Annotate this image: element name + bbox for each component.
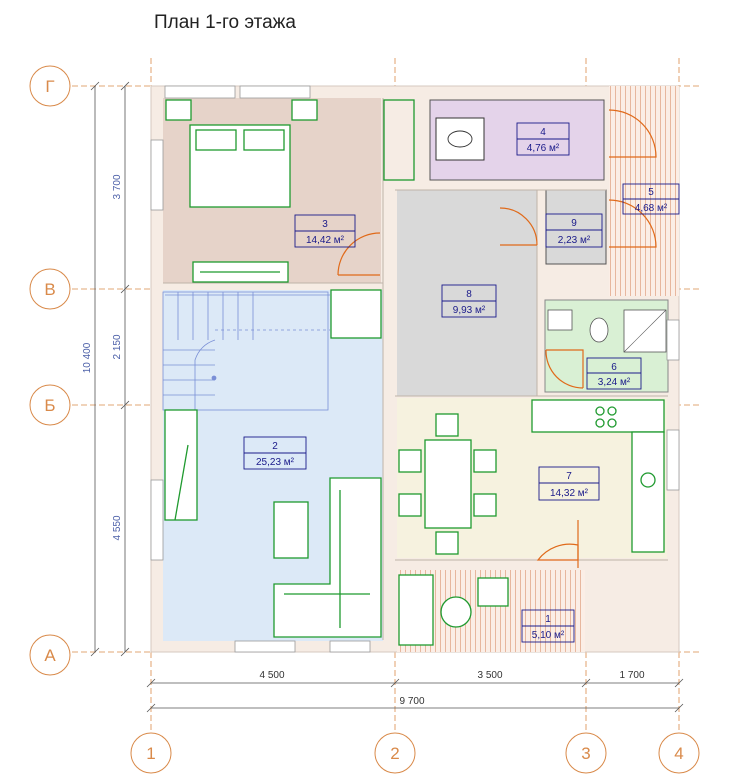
room-labels [243,122,680,643]
kitchen-counter [531,399,665,553]
room-5-area: 4,68 м² [635,203,668,214]
room-2-number: 2 [272,441,278,452]
axis-col-1: 1 [146,744,155,763]
wardrobe [383,99,415,181]
dining-table [398,413,497,555]
windows [150,85,680,653]
terrace-furniture [398,574,509,646]
dim-left-total: 10 400 [82,342,93,373]
axis-row-b: Б [44,396,55,415]
room-8-hall [397,190,537,396]
bed [165,99,318,208]
dim-bottom-total: 9 700 [399,696,424,707]
dresser [192,261,289,283]
dim-bottom-3: 1 700 [619,670,644,681]
dim-bottom-2: 3 500 [477,670,502,681]
bottom-dimension-lines [146,678,684,713]
room-9-number: 9 [571,218,577,229]
axis-bubbles-rows [29,65,71,676]
room-5-terrace [609,86,679,296]
dim-left-1: 3 700 [112,174,123,199]
axis-col-4: 4 [674,744,683,763]
room-6-area: 3,24 м² [598,377,631,388]
dim-left-2: 2 150 [112,334,123,359]
tv-cabinet [164,409,198,521]
room-4-area: 4,76 м² [527,143,560,154]
dim-bottom-1: 4 500 [259,670,284,681]
room-9-area: 2,23 м² [558,235,591,246]
axis-row-g: Г [45,77,54,96]
interior-walls [163,98,668,640]
room-3-number: 3 [322,219,328,230]
room-2-area: 25,23 м² [256,457,295,468]
room-7-number: 7 [566,471,572,482]
staircase [162,291,330,411]
bathtub [435,117,485,161]
sofa-corner [273,477,382,638]
doors [337,109,657,568]
axis-col-2: 2 [390,744,399,763]
coffee-table [273,501,309,559]
plan-title: План 1-го этажа [154,12,296,33]
room-1-area: 5,10 м² [532,630,565,641]
room-5-number: 5 [648,187,654,198]
room-7-area: 14,32 м² [550,488,589,499]
room-4-number: 4 [540,127,546,138]
room-8-area: 9,93 м² [453,305,486,316]
room-1-number: 1 [545,614,551,625]
dim-left-3: 4 550 [112,515,123,540]
room-3-area: 14,42 м² [306,235,345,246]
left-dimension-lines [90,81,130,657]
sink-toilet-shower [547,309,667,353]
hall-cabinet [330,289,382,339]
axis-bubbles-cols [130,732,700,774]
room-6-number: 6 [611,362,617,373]
axis-row-v: В [44,280,55,299]
axis-row-a: А [44,646,56,665]
axis-col-3: 3 [581,744,590,763]
room-8-number: 8 [466,289,472,300]
